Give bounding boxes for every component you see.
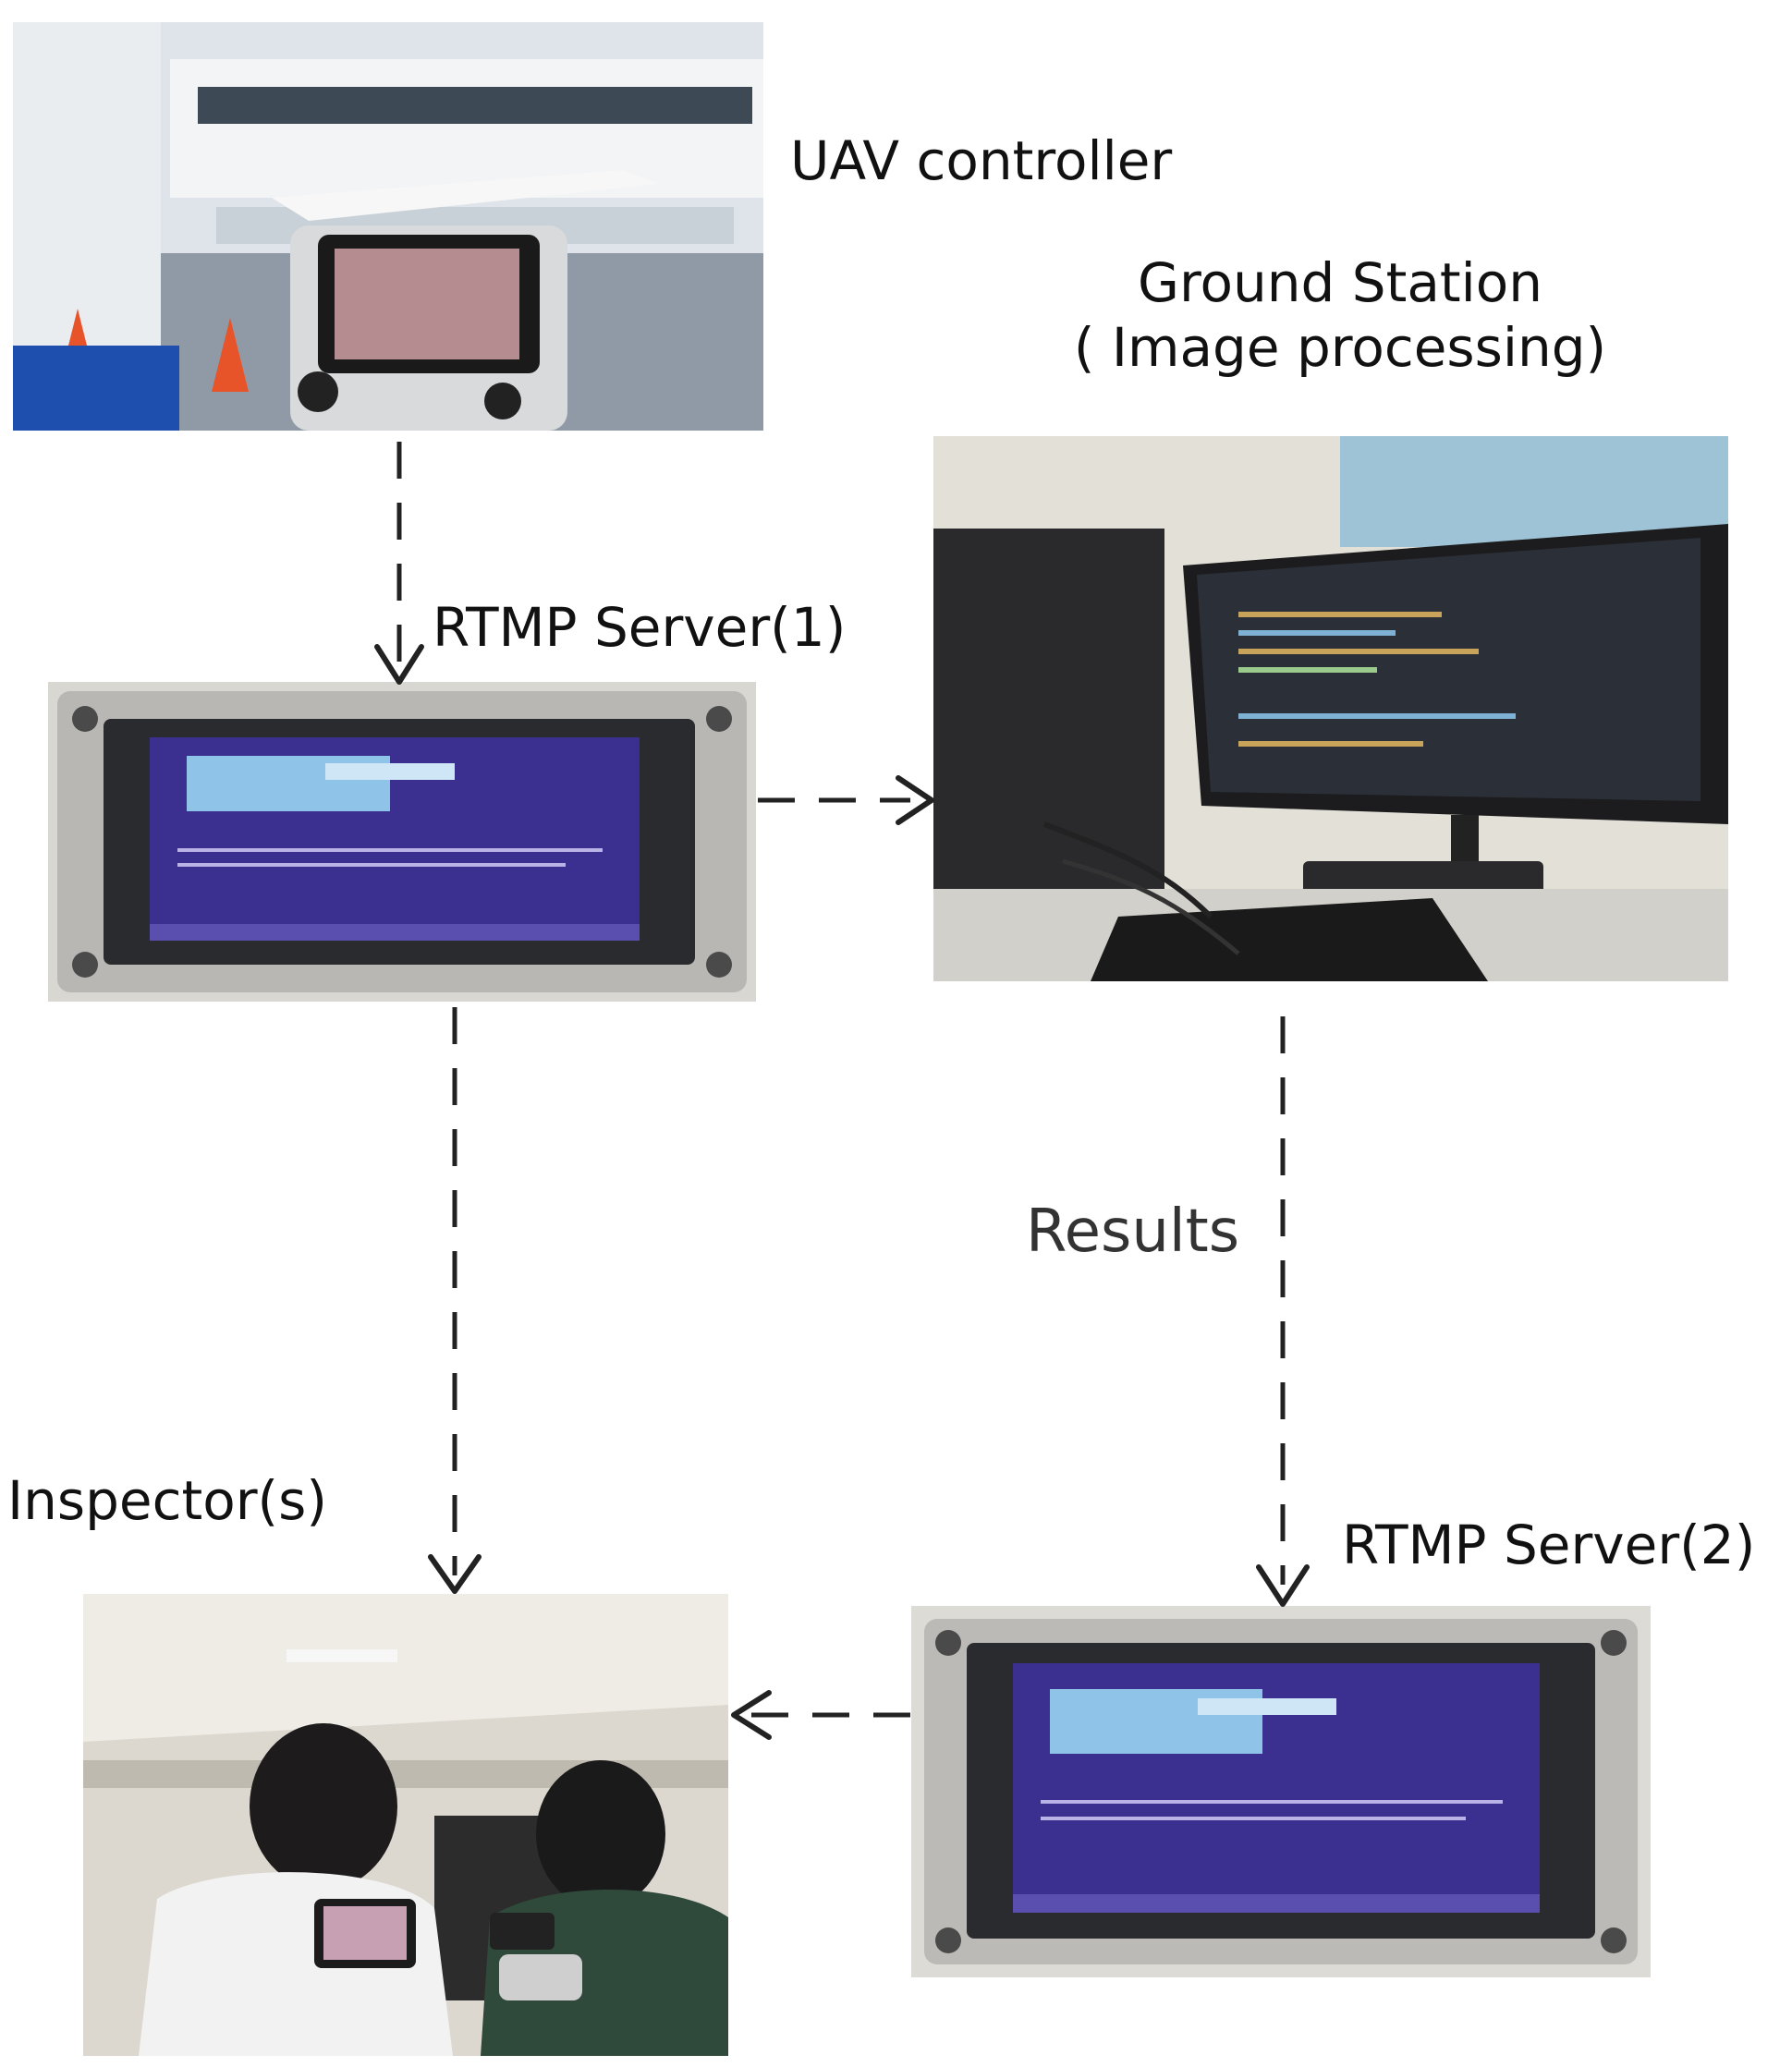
rtmp-server-2-label: RTMP Server(2) xyxy=(1342,1514,1756,1576)
ground-station-photo xyxy=(933,436,1728,981)
arrowhead-ground-station xyxy=(896,775,934,825)
ground-station-title: Ground Station xyxy=(1138,251,1542,314)
arrowhead-rtmp2 xyxy=(1256,1564,1310,1607)
ground-station-label: Ground Station ( Image processing) xyxy=(1026,251,1654,380)
uav-controller-label: UAV controller xyxy=(790,129,1173,192)
inspectors-photo xyxy=(83,1594,728,2056)
arrowhead-inspectors-top xyxy=(428,1554,482,1594)
rtmp-server-2-photo xyxy=(911,1606,1651,1977)
inspectors-label: Inspector(s) xyxy=(7,1469,328,1532)
rtmp-server-1-photo xyxy=(48,682,756,1002)
results-label: Results xyxy=(1026,1198,1240,1266)
ground-station-subtitle: ( Image processing) xyxy=(1073,315,1607,379)
rtmp-server-1-label: RTMP Server(1) xyxy=(433,596,847,659)
arrowhead-rtmp1 xyxy=(374,644,424,685)
uav-controller-photo xyxy=(13,22,763,431)
arrowhead-inspectors-side xyxy=(731,1690,772,1740)
